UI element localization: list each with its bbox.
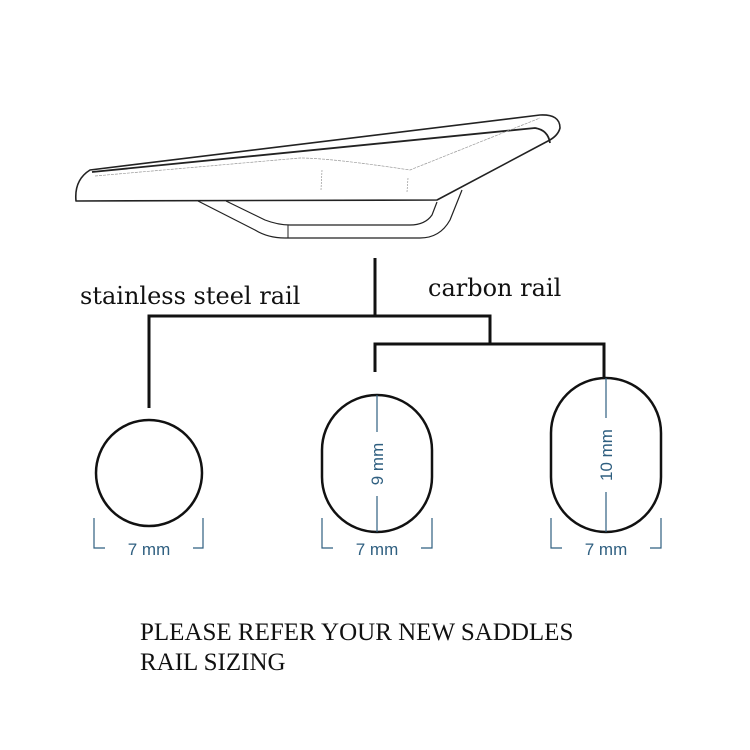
sizing-note: PLEASE REFER YOUR NEW SADDLES RAIL SIZIN… — [140, 618, 573, 678]
carbon-rail-10mm-profile: 10 mm 7 mm — [549, 376, 663, 559]
carbon-rail-10mm-height: 10 mm — [597, 429, 616, 481]
connector-lines — [147, 258, 606, 408]
carbon-rail-9mm-width: 7 mm — [356, 540, 399, 559]
carbon-rail-9mm-height: 9 mm — [368, 443, 387, 486]
carbon-rail-10mm-width: 7 mm — [585, 540, 628, 559]
stainless-steel-rail-label: stainless steel rail — [80, 282, 300, 310]
carbon-rail-label: carbon rail — [428, 274, 561, 302]
sizing-note-line-1: PLEASE REFER YOUR NEW SADDLES — [140, 619, 574, 646]
steel-rail-profile: 7 mm — [93, 418, 204, 559]
saddle-illustration — [74, 114, 561, 239]
sizing-note-line-2: RAIL SIZING — [140, 649, 286, 676]
carbon-rail-9mm-profile: 9 mm 7 mm — [320, 393, 434, 559]
steel-rail-width: 7 mm — [128, 540, 171, 559]
